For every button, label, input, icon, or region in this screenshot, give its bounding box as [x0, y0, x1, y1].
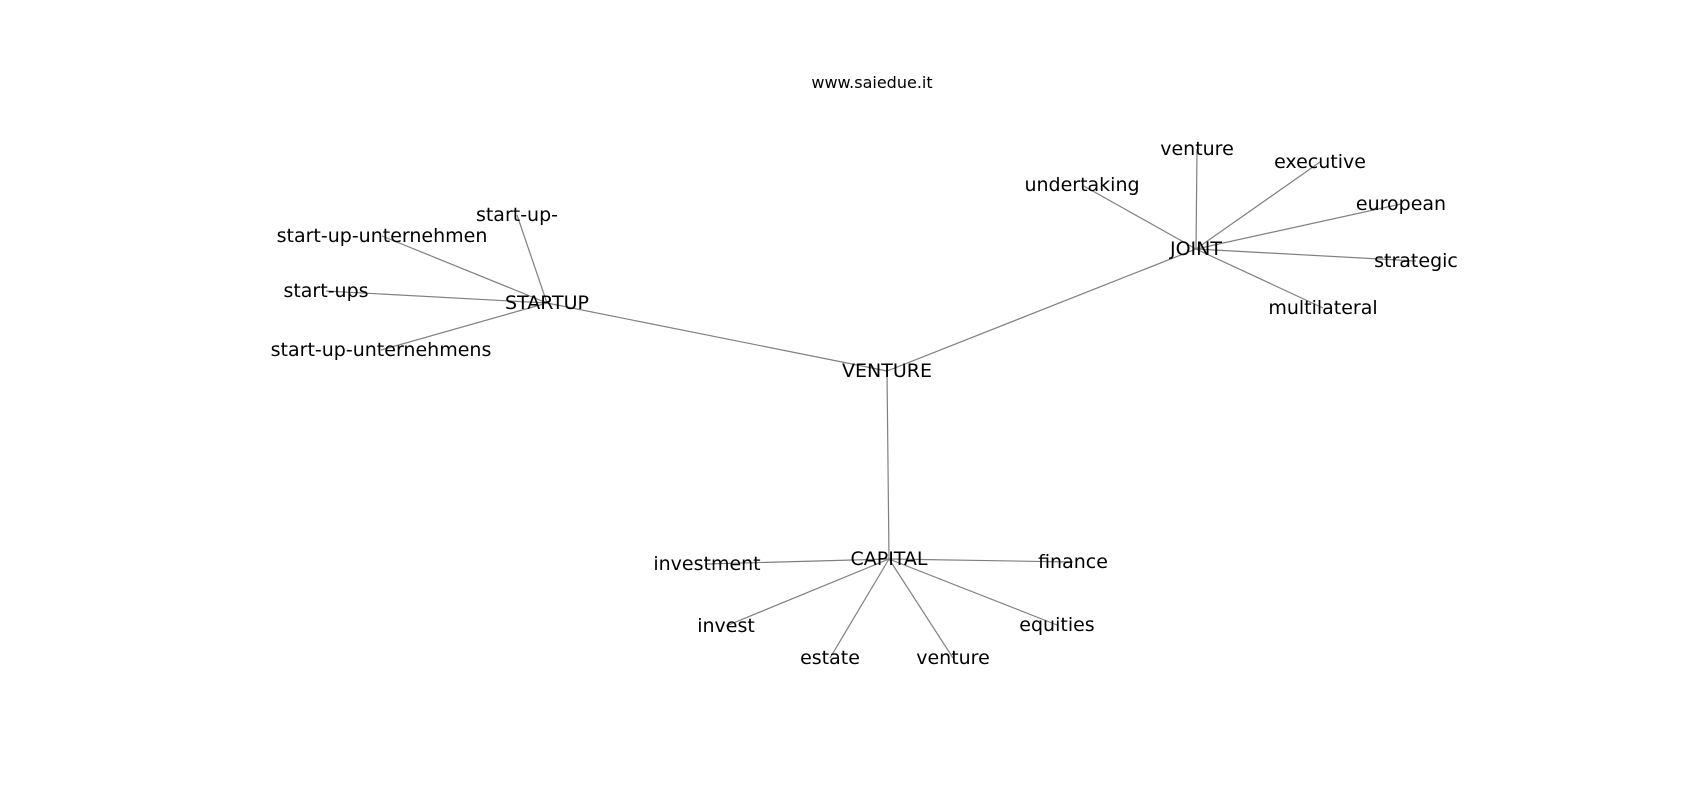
node-multilateral: multilateral [1268, 297, 1377, 319]
edge-joint-multilateral [1195, 248, 1324, 309]
edge-joint-european [1195, 203, 1402, 250]
node-invest: invest [697, 615, 755, 637]
node-start-up-unternehmens: start-up-unternehmens [271, 339, 492, 361]
edge-venture-capital [886, 370, 890, 560]
edge-joint-joint-venture [1195, 148, 1198, 250]
edge-startup-start-up-unternehmen [381, 235, 548, 304]
edge-startup-start-up-unternehmens [380, 302, 548, 351]
node-start-up-dash: start-up- [476, 204, 558, 226]
labels-group: VENTURE STARTUP JOINT CAPITAL start-up- … [271, 138, 1458, 669]
edges-group [325, 148, 1417, 659]
edge-startup-start-up-dash [516, 214, 548, 304]
edge-capital-estate [829, 558, 890, 659]
node-capital-venture: venture [916, 647, 990, 669]
node-start-up-unternehmen: start-up-unternehmen [277, 225, 488, 247]
edge-joint-undertaking [1081, 184, 1197, 250]
node-investment: investment [653, 553, 760, 575]
node-equities: equities [1019, 614, 1094, 636]
watermark-text: www.saiedue.it [811, 73, 932, 92]
node-start-ups: start-ups [283, 280, 368, 302]
node-joint-venture: venture [1160, 138, 1234, 160]
node-capital: CAPITAL [850, 548, 927, 570]
node-strategic: strategic [1374, 250, 1458, 272]
edge-venture-startup [546, 302, 888, 372]
node-finance: finance [1038, 551, 1108, 573]
edge-capital-finance [888, 558, 1074, 563]
edge-capital-invest [725, 558, 890, 627]
edge-venture-joint [886, 248, 1197, 372]
node-undertaking: undertaking [1024, 174, 1139, 196]
node-estate: estate [800, 647, 860, 669]
edge-capital-capital-venture [888, 558, 954, 659]
edge-joint-executive [1195, 161, 1321, 250]
node-startup: STARTUP [505, 292, 589, 314]
edge-capital-investment [706, 558, 890, 565]
node-joint: JOINT [1169, 238, 1222, 260]
edge-capital-equities [888, 558, 1058, 626]
edge-joint-strategic [1195, 248, 1417, 262]
edge-startup-start-ups [325, 290, 548, 304]
node-european: european [1356, 193, 1446, 215]
node-executive: executive [1274, 151, 1366, 173]
node-venture: VENTURE [842, 360, 932, 382]
